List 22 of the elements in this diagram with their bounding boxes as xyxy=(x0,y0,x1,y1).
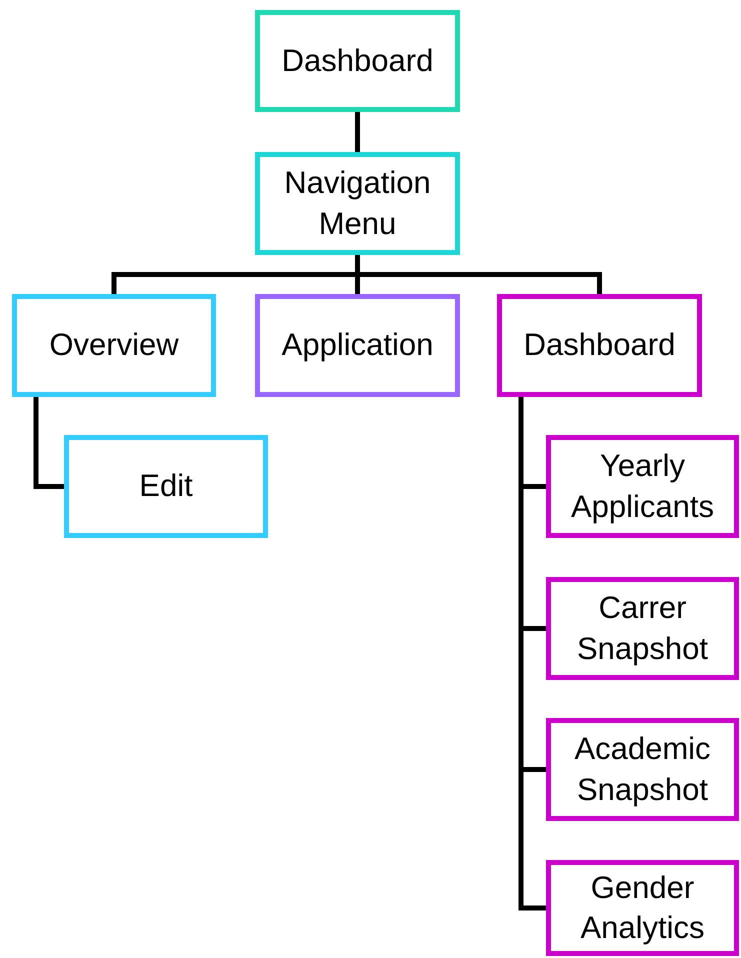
menu-box xyxy=(64,435,268,538)
connector-line xyxy=(34,397,64,489)
box-label: Dashboard xyxy=(282,42,434,80)
menu-box xyxy=(255,294,460,397)
box-label: Gender Analytics xyxy=(579,868,706,947)
menu-box xyxy=(255,152,460,255)
box-label: Academic Snapshot xyxy=(573,730,712,808)
menu-box xyxy=(546,435,739,538)
menu-box xyxy=(546,860,739,956)
menu-box xyxy=(255,10,460,112)
box-label: Navigation Menu xyxy=(283,164,432,242)
box-label: Application xyxy=(282,326,434,364)
box-label: Overview xyxy=(49,326,179,364)
box-label: Edit xyxy=(139,467,193,506)
box-label: Dashboard xyxy=(524,326,676,364)
menu-box xyxy=(546,577,739,680)
menu-box xyxy=(546,718,739,821)
box-label: Yearly Applicants xyxy=(570,447,716,526)
menu-box xyxy=(12,294,216,397)
menu-box xyxy=(497,294,702,397)
connector-line xyxy=(355,112,360,152)
box-label: Carrer Snapshot xyxy=(576,589,709,668)
